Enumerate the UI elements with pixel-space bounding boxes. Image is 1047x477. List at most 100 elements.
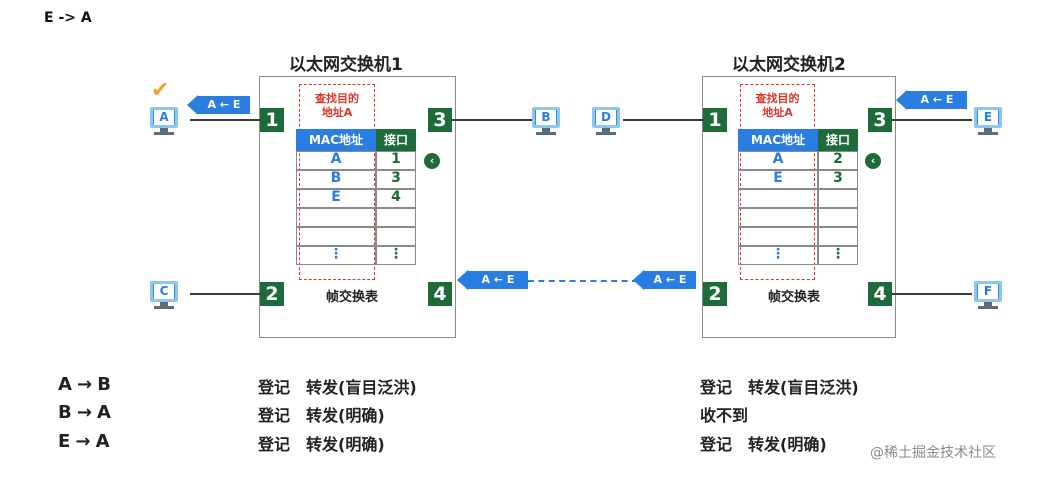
switch2-action-row-2: 收不到 (700, 406, 749, 425)
switch1-port-3: 3 (428, 108, 452, 132)
table-row: E 4 (296, 189, 416, 208)
host-F-label: F (978, 284, 998, 299)
switch1-port-header: 接口 (376, 129, 416, 151)
computer-icon: D (592, 107, 620, 128)
switch1-row2-port: 3 (376, 170, 416, 189)
switch2-ellipsis-port: ⋮ (818, 246, 858, 265)
switch2-mac-table: MAC地址 接口 (738, 129, 858, 151)
switch2-lookup-text: 查找目的 地址A (755, 92, 800, 119)
arrow-right-icon: → (77, 374, 93, 395)
checkmark-icon: ✔ (151, 78, 170, 103)
switch1-row3-port: 4 (376, 189, 416, 208)
switch2-row2-mac: E (738, 170, 818, 189)
table-row: B 3 (296, 170, 416, 189)
legend-to: A (97, 402, 111, 423)
switch1-row1-mac: A (296, 151, 376, 170)
switch2-ellipsis-mac: ⋮ (738, 246, 818, 265)
switch1-action-row-2: 登记 转发(明确) (258, 406, 385, 425)
switch1-title: 以太网交换机1 (289, 55, 403, 75)
switch2-port-header: 接口 (818, 129, 858, 151)
host-F: F (974, 281, 1004, 309)
watermark: @稀土掘金技术社区 (870, 445, 996, 461)
legend-row-1: A → B (58, 374, 111, 395)
arrow-right-icon: → (75, 431, 91, 452)
chevron-left-circle-icon: ‹ (865, 153, 881, 169)
switch1-port-4: 4 (428, 282, 452, 306)
computer-icon: C (150, 281, 178, 302)
wire-C-sw1p2 (190, 293, 260, 295)
host-D-label: D (596, 110, 616, 125)
frame-badge-at-A: A ← E (198, 96, 250, 114)
switch2-row1-mac: A (738, 151, 818, 170)
wire-A-sw1p1 (190, 119, 260, 121)
computer-icon: F (974, 281, 1002, 302)
switch2-lookup-box (740, 84, 815, 280)
table-row (738, 208, 858, 227)
wire-sw2p4-F (892, 293, 972, 295)
switch2-title: 以太网交换机2 (732, 55, 846, 75)
switch2-port-4: 4 (868, 282, 892, 306)
legend-row-3: E → A (58, 431, 110, 452)
legend-to: B (97, 374, 111, 395)
arrow-right-icon: → (76, 402, 92, 423)
switch1-mac-header: MAC地址 (296, 129, 376, 151)
table-row: ⋮ ⋮ (738, 246, 858, 265)
table-row (738, 189, 858, 208)
switch1-row1-port: 1 (376, 151, 416, 170)
wire-D-sw2p1 (623, 119, 703, 121)
wire-sw2p3-E (892, 119, 972, 121)
host-A-label: A (154, 110, 174, 125)
switch2-table-caption: 帧交换表 (768, 290, 821, 305)
frame-badge-at-E: A ← E (907, 91, 967, 109)
switch1-ellipsis-port: ⋮ (376, 246, 416, 265)
arrow-left-icon (633, 270, 644, 290)
switch1-row2-mac: B (296, 170, 376, 189)
switch1-port-1: 1 (260, 108, 284, 132)
computer-icon: A (150, 107, 178, 128)
frame-badge-trunk-sw2: A ← E (644, 271, 696, 289)
host-B-label: B (536, 110, 556, 125)
switch1-table-caption: 帧交换表 (326, 290, 379, 305)
legend-from: A (58, 374, 72, 395)
switch2-row1-port: 2 (818, 151, 858, 170)
host-A: A (150, 107, 180, 135)
switch2-port-1: 1 (703, 108, 727, 132)
switch1-lookup-box (299, 84, 375, 280)
table-row (738, 227, 858, 246)
switch1-action-row-3: 登记 转发(明确) (258, 435, 385, 454)
legend-from: B (58, 402, 72, 423)
host-D: D (592, 107, 622, 135)
host-C-label: C (154, 284, 174, 299)
switch2-action-row-3: 登记 转发(明确) (700, 435, 827, 454)
host-B: B (532, 107, 562, 135)
legend-from: E (58, 431, 71, 452)
switch2-port-2: 2 (703, 282, 727, 306)
host-C: C (150, 281, 180, 309)
legend-row-2: B → A (58, 402, 111, 423)
switch2-action-row-1: 登记 转发(盲目泛洪) (700, 378, 859, 397)
table-row: ⋮ ⋮ (296, 246, 416, 265)
table-row (296, 227, 416, 246)
host-E: E (974, 107, 1004, 135)
computer-icon: E (974, 107, 1002, 128)
frame-badge-trunk-sw1: A ← E (468, 271, 528, 289)
arrow-left-icon (187, 95, 198, 115)
chevron-left-circle-icon: ‹ (424, 153, 440, 169)
table-row (296, 208, 416, 227)
switch2-table-body: A 2 E 3 ⋮ ⋮ (738, 151, 858, 265)
switch1-mac-table: MAC地址 接口 (296, 129, 416, 151)
trunk-dashed-link (528, 280, 638, 282)
table-row: A 2 (738, 151, 858, 170)
switch1-row3-mac: E (296, 189, 376, 208)
computer-icon: B (532, 107, 560, 128)
switch1-port-2: 2 (260, 282, 284, 306)
switch2-mac-header: MAC地址 (738, 129, 818, 151)
page-heading: E -> A (44, 10, 92, 26)
host-E-label: E (978, 110, 998, 125)
legend-to: A (95, 431, 110, 452)
arrow-left-icon (457, 270, 468, 290)
switch2-row2-port: 3 (818, 170, 858, 189)
switch1-action-row-1: 登记 转发(盲目泛洪) (258, 378, 417, 397)
switch1-lookup-text: 查找目的 地址A (315, 92, 359, 119)
table-row: A 1 (296, 151, 416, 170)
